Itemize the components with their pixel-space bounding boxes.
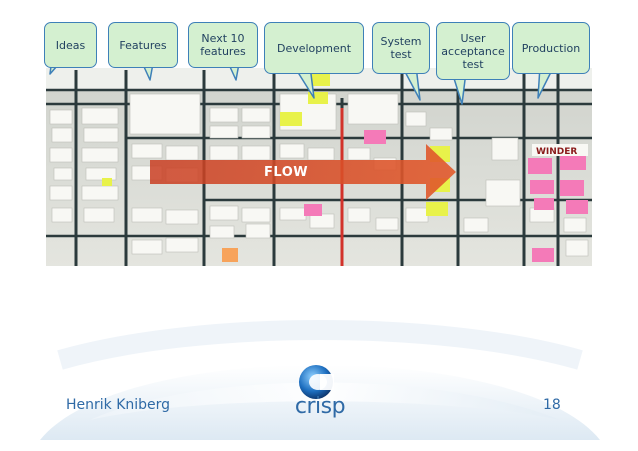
column-label-development: Development	[264, 22, 364, 74]
board-illustration: WINDER	[46, 68, 592, 266]
flow-label: FLOW	[264, 165, 309, 180]
column-label-production: Production	[512, 22, 590, 74]
svg-text:WINDER: WINDER	[536, 147, 577, 157]
page-number: 18	[543, 397, 561, 413]
flow-arrow	[150, 144, 456, 200]
column-label-next-10-features: Next 10 features	[188, 22, 258, 68]
column-label-features: Features	[108, 22, 178, 68]
column-label-ideas: Ideas	[44, 22, 97, 68]
pink-stickies	[304, 130, 588, 262]
author-name: Henrik Kniberg	[66, 397, 171, 413]
column-label-system-test: System test	[372, 22, 430, 74]
crisp-logo-text: crisp	[294, 394, 346, 419]
kanban-board-photo: WINDER FLOW	[46, 68, 592, 266]
crisp-logo-icon	[299, 365, 334, 399]
column-label-user-acceptance-test: User acceptance test	[436, 22, 510, 80]
background-swoosh	[40, 320, 600, 440]
